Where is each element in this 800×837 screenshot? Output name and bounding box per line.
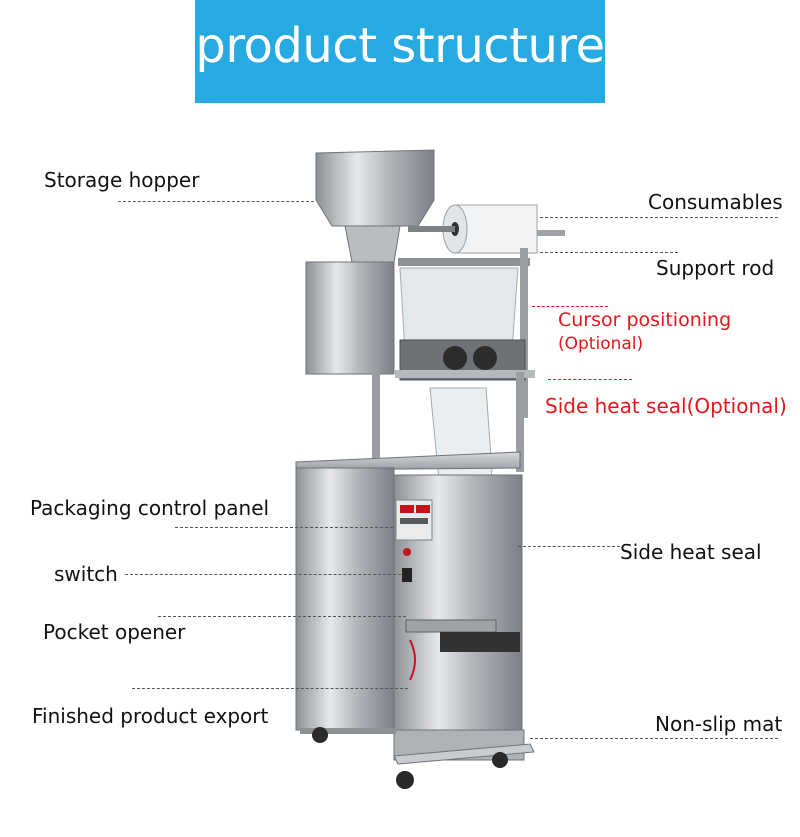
label-side-heat-seal: Side heat seal [620,540,762,564]
upper-cabinet [305,261,395,375]
label-non-slip-mat: Non-slip mat [655,712,783,736]
leader-non-slip-mat [530,738,778,739]
label-packaging-control-panel: Packaging control panel [30,496,270,520]
support-frame [398,248,530,418]
leader-side-heat-seal [518,546,620,547]
packaging-machine-illustration [295,149,565,789]
label-switch: switch [54,562,118,586]
label-side-heat-seal-optional: Side heat seal(Optional) [545,394,787,418]
film-roll [408,204,565,254]
forming-section [395,267,535,381]
post-right [516,372,524,472]
storage-hopper [315,149,435,263]
power-switch [402,548,412,582]
label-support-rod: Support rod [656,256,775,280]
leader-side-heat-seal-optional [548,379,632,380]
leader-cursor-positioning [532,306,608,307]
label-finished-product-export: Finished product export [32,704,269,728]
post-left [372,372,380,472]
label-pocket-opener: Pocket opener [43,620,186,644]
leader-storage-hopper [118,201,314,202]
control-panel [395,499,433,541]
leader-support-rod [540,252,678,253]
leader-pocket-opener [158,616,406,617]
leader-consumables [540,217,778,218]
base-wheels [300,727,535,789]
leader-packaging-control-panel [175,527,393,528]
label-storage-hopper: Storage hopper [44,168,200,192]
page-title: product structure [195,18,605,74]
label-cursor-optional: (Optional) [558,334,644,354]
lower-cabinet [295,451,525,761]
leader-finished-product-export [132,688,408,689]
label-consumables: Consumables [648,190,783,214]
title-banner: product structure [195,0,605,103]
label-cursor-positioning: Cursor positioning [558,309,732,331]
leader-switch [125,574,401,575]
pocket-opener [405,619,520,681]
